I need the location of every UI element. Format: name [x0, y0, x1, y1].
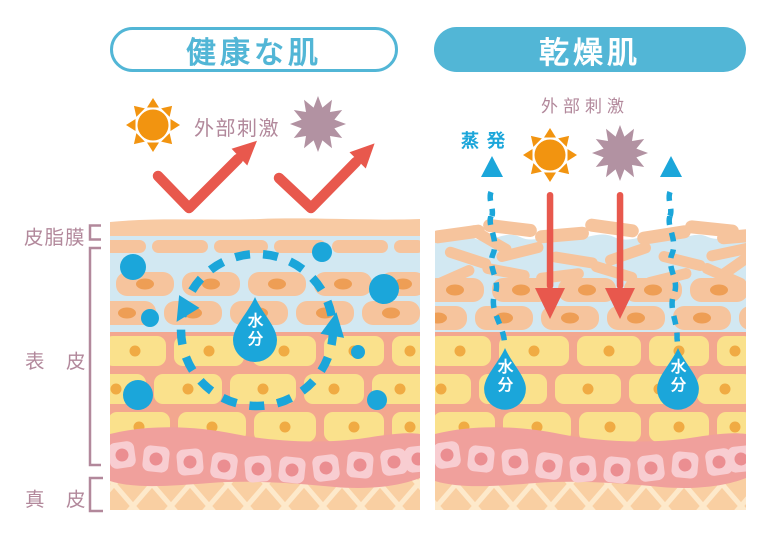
basal-cells — [435, 441, 746, 484]
dermis-bracket — [88, 476, 103, 513]
moisture-label-right-panel-1: 水分 — [497, 359, 514, 395]
external-stimuli-label-left: 外部刺激 — [194, 118, 280, 140]
sebum-film-bracket — [88, 224, 101, 241]
evaporation-arrow-left — [481, 156, 503, 217]
penetration-arrows — [535, 192, 635, 319]
yellow-cell-nuclei — [110, 345, 416, 433]
moisture-bubbles — [120, 242, 399, 410]
sun-icon-right — [523, 128, 577, 182]
corneum-cell-nuclei — [118, 278, 412, 319]
sebum-film-layer — [110, 218, 420, 236]
epidermis-bracket — [88, 246, 101, 467]
evaporation-path — [487, 216, 681, 349]
layer-brackets — [88, 224, 103, 513]
basal-cells — [110, 441, 420, 484]
moisture-label-left-panel: 水分 — [247, 313, 264, 349]
title-healthy-skin: 健康な肌 — [110, 27, 398, 72]
bounce-arrows — [152, 153, 362, 214]
irritant-star-icon-left — [290, 96, 346, 152]
moisture-label-right-panel-2: 水分 — [670, 359, 687, 395]
corneum-cell-nuclei — [435, 284, 728, 324]
moisture-drop-icons — [484, 348, 699, 410]
sun-icon-left — [126, 98, 180, 152]
title-dry-skin: 乾燥肌 — [434, 27, 746, 72]
yellow-cell-nuclei — [435, 345, 741, 433]
external-stimuli-label-right: 外部刺激 — [541, 97, 629, 116]
evaporation-label: 蒸発 — [461, 131, 513, 151]
evaporation-arrow-right — [660, 156, 682, 217]
dermis-label: 真 皮 — [25, 489, 87, 511]
skin-block-dry — [435, 216, 746, 510]
skin-block-healthy — [110, 218, 420, 510]
sebum-film-label: 皮脂膜 — [24, 227, 86, 249]
epidermis-label: 表 皮 — [25, 351, 87, 373]
moisture-circulation-arrow — [176, 249, 345, 411]
irritant-star-icon-right — [592, 125, 648, 181]
bounce-arrowheads — [231, 140, 375, 169]
